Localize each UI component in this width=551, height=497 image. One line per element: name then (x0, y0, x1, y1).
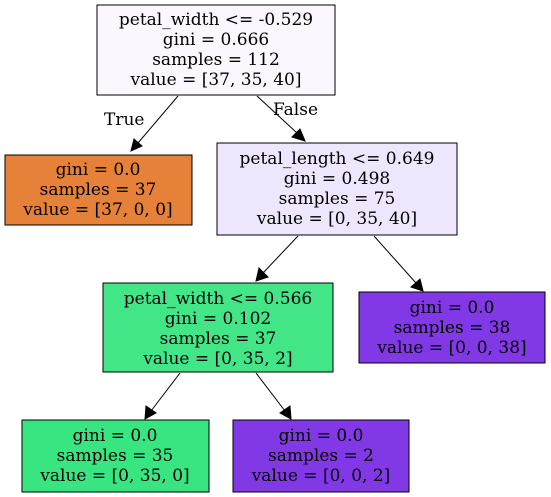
node-root-split: petal_width <= -0.529 (119, 10, 313, 30)
node-petal-width-2-value: value = [0, 35, 2] (142, 349, 292, 369)
arrowhead-n3-n6 (279, 405, 292, 420)
edge-n0-n2 (256, 95, 298, 134)
node-root-gini: gini = 0.666 (163, 30, 269, 50)
node-box-root (96, 4, 336, 96)
arrowhead-n0-n1 (130, 138, 143, 152)
node-box-leaf-versicolor-35 (21, 419, 210, 493)
node-petal-length-value: value = [0, 35, 40] (256, 209, 417, 229)
tree-node-petal-length: petal_length <= 0.649 gini = 0.498 sampl… (216, 142, 458, 236)
node-box-petal-length (216, 142, 458, 236)
node-box-leaf-setosa (4, 154, 193, 226)
node-leaf-virginica-2-gini: gini = 0.0 (279, 426, 364, 446)
node-box-leaf-virginica-38 (358, 291, 546, 364)
edge-n3-n5 (150, 372, 181, 412)
node-root-samples: samples = 112 (152, 50, 280, 70)
node-petal-width-2-samples: samples = 37 (160, 329, 277, 349)
node-leaf-setosa-value: value = [37, 0, 0] (22, 200, 172, 220)
node-leaf-virginica-2-samples: samples = 2 (268, 446, 374, 466)
node-leaf-virginica-38-value: value = [0, 0, 38] (376, 338, 526, 358)
arrowhead-n3-n5 (144, 405, 157, 420)
edge-n2-n3 (262, 235, 299, 274)
node-leaf-setosa-samples: samples = 37 (40, 180, 157, 200)
tree-node-leaf-virginica-38: gini = 0.0 samples = 38 value = [0, 0, 3… (358, 291, 546, 364)
node-box-petal-width-2 (102, 282, 334, 373)
node-box-leaf-virginica-2 (232, 419, 410, 493)
arrowhead-n2-n4 (410, 278, 424, 292)
tree-node-root: petal_width <= -0.529 gini = 0.666 sampl… (96, 4, 336, 96)
node-leaf-versicolor-35-value: value = [0, 35, 0] (39, 466, 189, 486)
node-leaf-virginica-38-samples: samples = 38 (394, 318, 511, 338)
node-petal-length-samples: samples = 75 (279, 189, 396, 209)
tree-node-leaf-virginica-2: gini = 0.0 samples = 2 value = [0, 0, 2] (232, 419, 410, 493)
node-leaf-setosa-gini: gini = 0.0 (56, 160, 141, 180)
node-leaf-versicolor-35-gini: gini = 0.0 (73, 426, 158, 446)
node-leaf-virginica-2-value: value = [0, 0, 2] (251, 466, 391, 486)
arrowhead-n0-n2 (291, 128, 306, 142)
edge-label-true: True (104, 110, 144, 130)
edge-n0-n1 (137, 95, 179, 144)
tree-node-leaf-setosa: gini = 0.0 samples = 37 value = [37, 0, … (4, 154, 193, 226)
tree-node-leaf-versicolor-35: gini = 0.0 samples = 35 value = [0, 35, … (21, 419, 210, 493)
node-petal-width-2-gini: gini = 0.102 (165, 309, 271, 329)
node-petal-length-split: petal_length <= 0.649 (240, 149, 435, 169)
node-leaf-virginica-38-gini: gini = 0.0 (410, 298, 495, 318)
tree-node-petal-width-2: petal_width <= 0.566 gini = 0.102 sample… (102, 282, 334, 373)
edge-label-false: False (273, 100, 318, 120)
node-petal-length-gini: gini = 0.498 (284, 169, 390, 189)
edge-n2-n4 (373, 235, 417, 284)
edge-n3-n6 (255, 372, 286, 412)
node-petal-width-2-split: petal_width <= 0.566 (124, 289, 312, 309)
arrowhead-n2-n3 (255, 267, 269, 282)
node-leaf-versicolor-35-samples: samples = 35 (57, 446, 174, 466)
node-root-value: value = [37, 35, 40] (129, 70, 301, 90)
tree-edges: True False (104, 95, 424, 420)
